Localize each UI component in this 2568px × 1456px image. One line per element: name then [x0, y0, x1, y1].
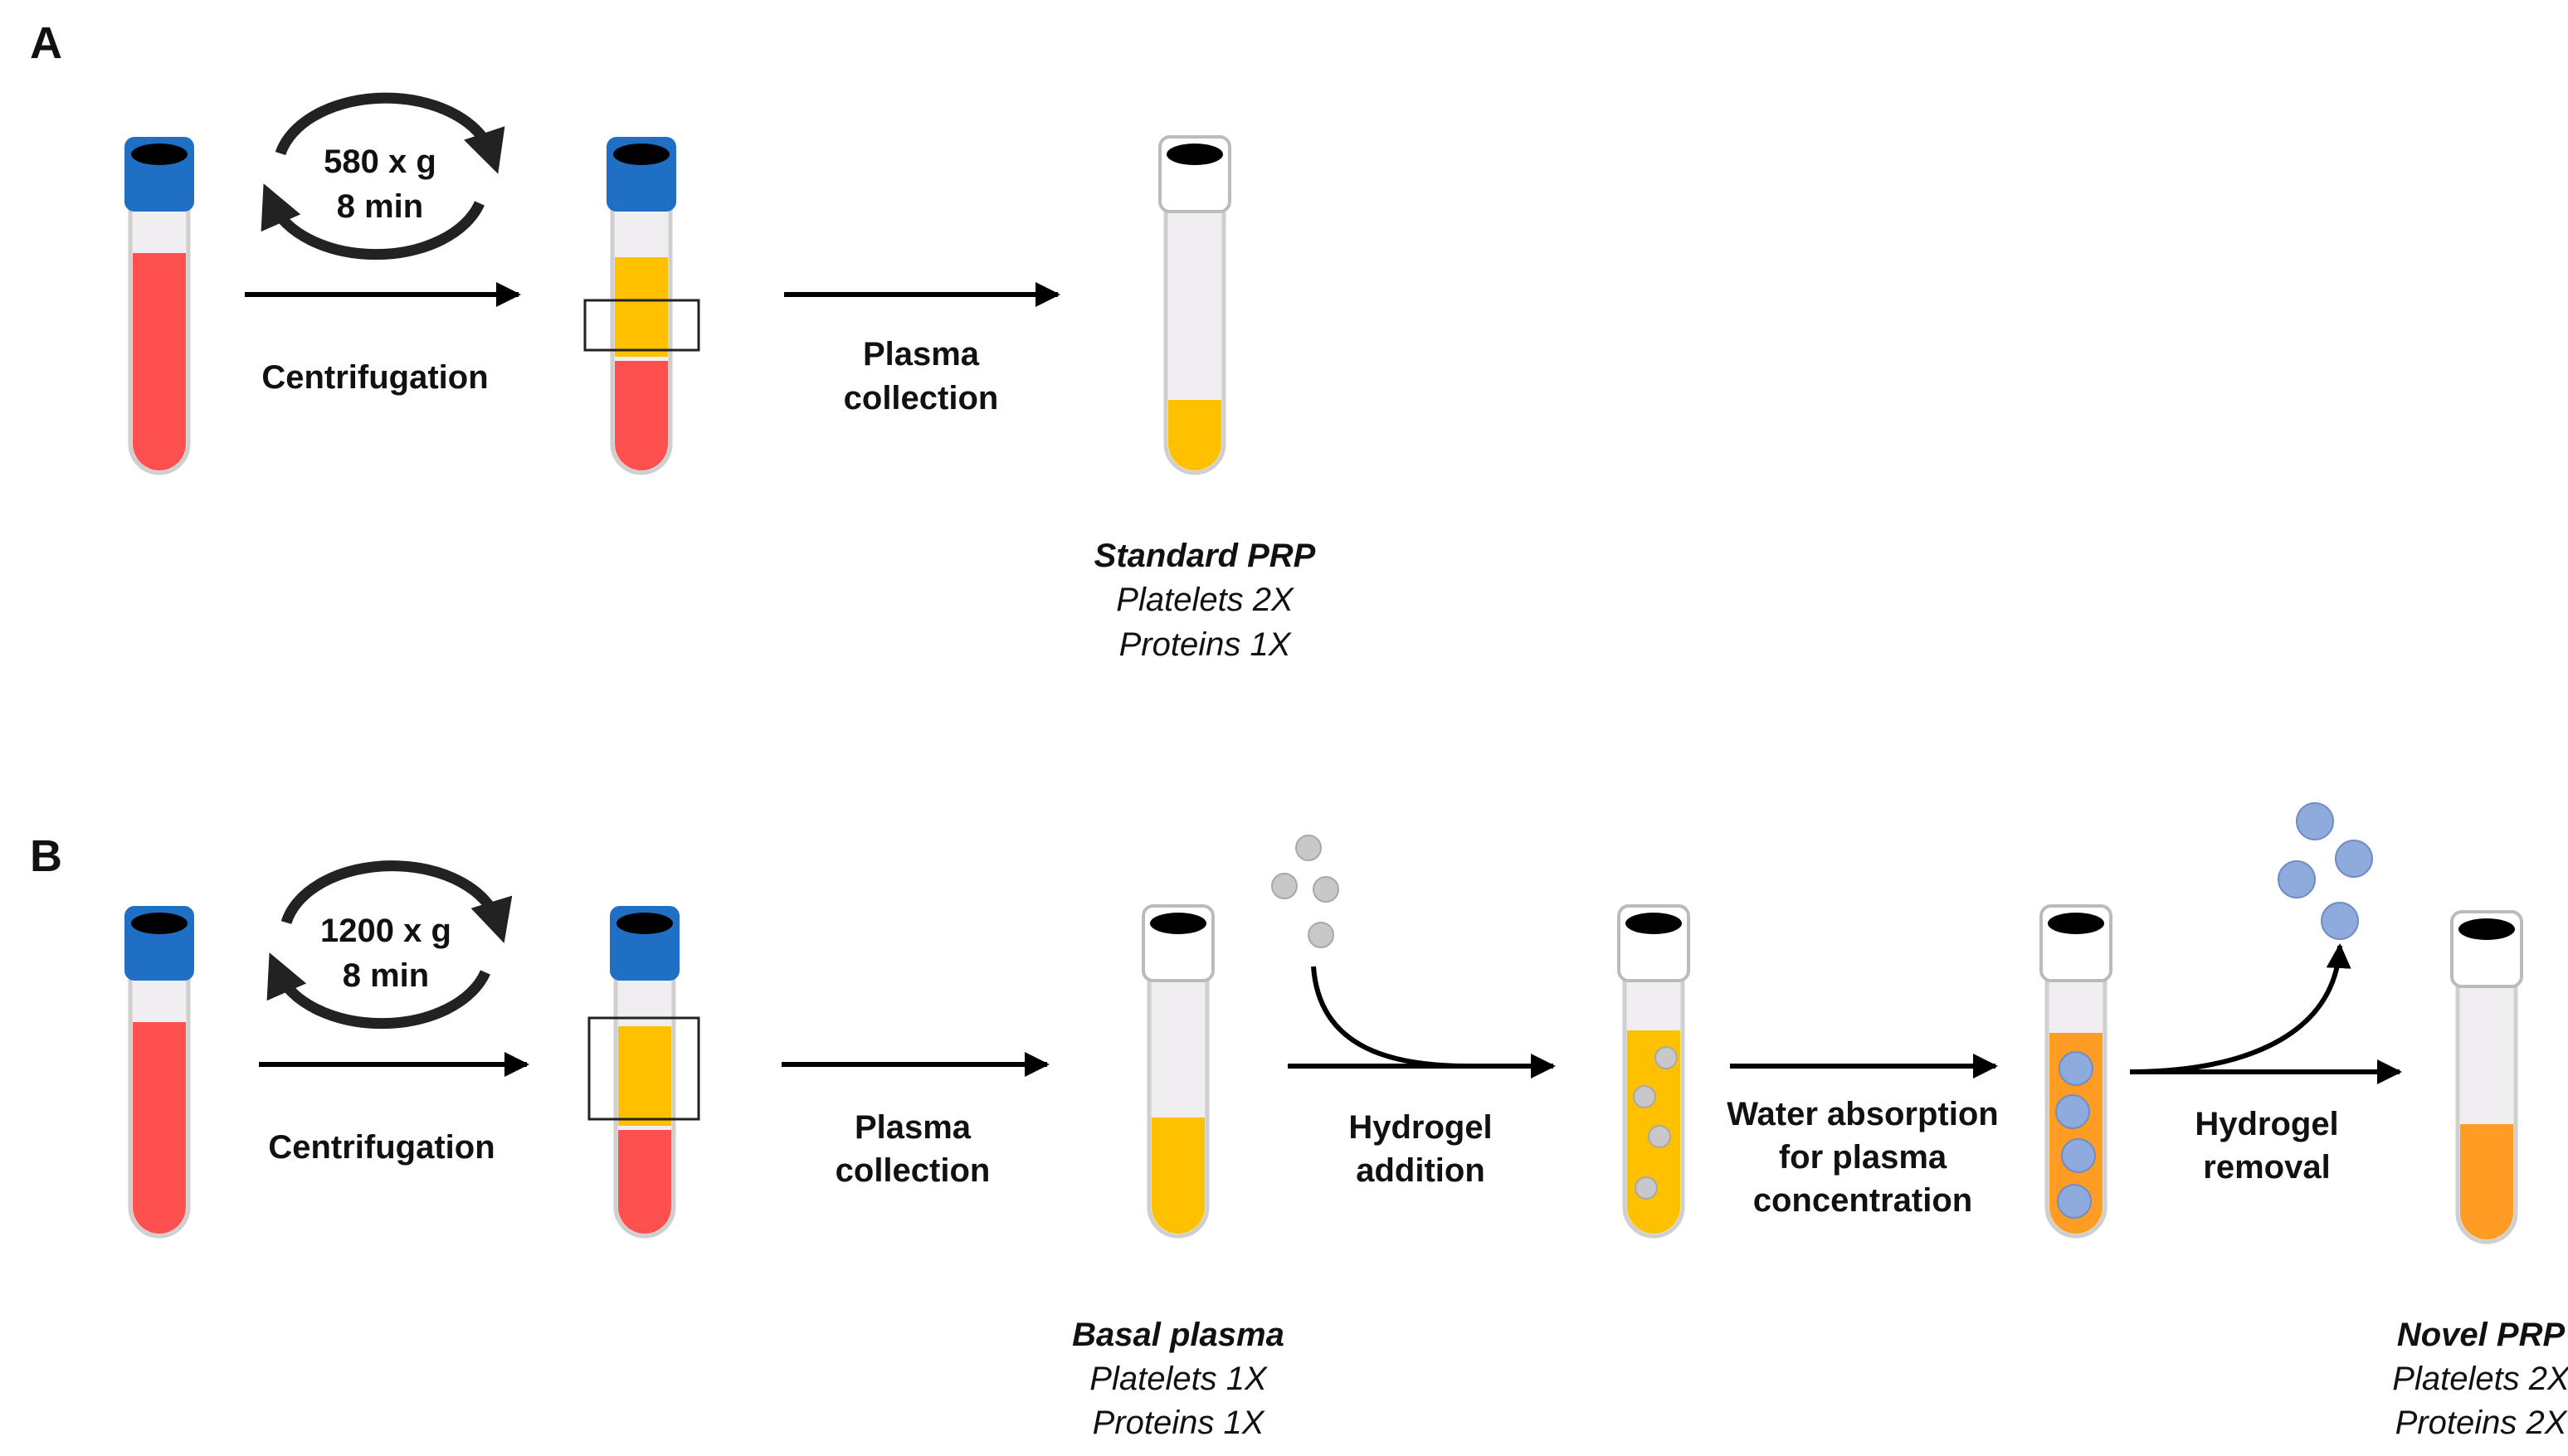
basal-plasma-title: Basal plasma [1072, 1317, 1284, 1353]
label-centrifugation-b: Centrifugation [268, 1129, 495, 1166]
plasma-selection-box-a [583, 299, 700, 352]
label-water-absorption-3: concentration [1753, 1182, 1972, 1219]
label-plasma-a: Plasma [863, 336, 980, 373]
label-hydrogel-removal-2: removal [2203, 1149, 2330, 1186]
tube-separated-b [610, 906, 680, 1239]
label-collection-a: collection [844, 380, 999, 416]
panel-b-letter: B [30, 831, 62, 881]
novel-prp-platelets: Platelets 2X [2392, 1361, 2568, 1397]
label-water-absorption-2: for plasma [1779, 1139, 1947, 1176]
curve-hydrogel-addition [1311, 966, 1469, 1069]
spin-speed-a: 580 x g [324, 144, 436, 180]
plasma-selection-box-b [587, 1016, 700, 1121]
tube-swollen-hydrogel [2039, 904, 2112, 1239]
spin-time-b: 8 min [343, 957, 429, 994]
centrifuge-cycle-icon-b [266, 860, 513, 1030]
label-collection-b: collection [836, 1152, 991, 1189]
label-water-absorption-1: Water absorption [1727, 1096, 1998, 1132]
novel-prp-title: Novel PRP [2397, 1317, 2566, 1353]
tube-whole-blood-b [124, 906, 194, 1239]
standard-prp-title: Standard PRP [1094, 538, 1316, 574]
panel-a-letter: A [30, 18, 62, 68]
basal-plasma-proteins: Proteins 1X [1093, 1405, 1265, 1441]
spin-time-a: 8 min [337, 188, 423, 225]
label-hydrogel-removal-1: Hydrogel [2195, 1106, 2338, 1142]
tube-separated-a [607, 137, 676, 475]
standard-prp-proteins: Proteins 1X [1119, 626, 1292, 663]
centrifuge-cycle-icon-a [261, 92, 505, 261]
label-plasma-b: Plasma [855, 1109, 972, 1146]
label-hydrogel-addition-1: Hydrogel [1348, 1109, 1492, 1146]
novel-prp-proteins: Proteins 2X [2395, 1405, 2568, 1441]
tube-whole-blood-a [124, 137, 194, 475]
hydrogel-beads-grey [1271, 835, 1339, 948]
spin-speed-b: 1200 x g [320, 913, 451, 949]
curve-hydrogel-removal [2133, 943, 2351, 1074]
tube-standard-prp [1158, 135, 1231, 475]
basal-plasma-platelets: Platelets 1X [1089, 1361, 1268, 1397]
standard-prp-platelets: Platelets 2X [1116, 582, 1294, 618]
tube-plasma-with-hydrogel [1617, 904, 1690, 1239]
label-centrifugation-a: Centrifugation [261, 359, 488, 396]
tube-novel-prp [2450, 910, 2523, 1244]
label-hydrogel-addition-2: addition [1356, 1152, 1485, 1189]
hydrogel-beads-blue [2278, 802, 2373, 940]
tube-basal-plasma [1142, 904, 1215, 1239]
